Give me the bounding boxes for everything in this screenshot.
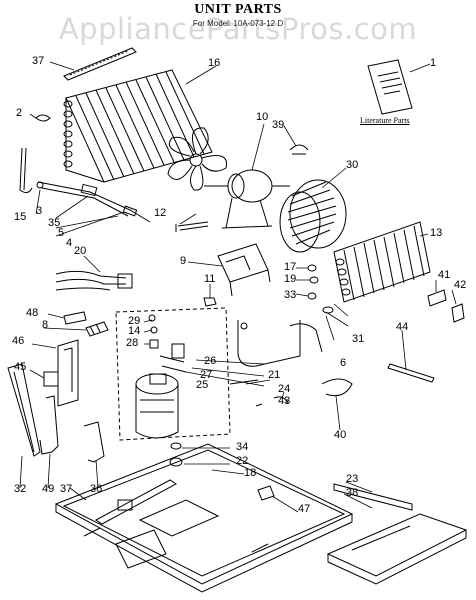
callout-17: 17 <box>284 261 297 273</box>
evaporator-coil-part <box>334 222 430 302</box>
literature-parts-label: Literature Parts <box>360 116 410 125</box>
callout-42: 42 <box>454 279 467 291</box>
diagram-title: UNIT PARTS <box>194 2 282 17</box>
callout-31: 31 <box>352 333 365 345</box>
capillary-tube-part <box>290 324 322 352</box>
callout-27: 27 <box>200 369 213 381</box>
callout-8: 8 <box>42 319 49 331</box>
wiring-harness-part <box>37 182 150 222</box>
callout-44: 44 <box>396 321 409 333</box>
tubing-fitting-part <box>241 323 247 329</box>
callout-18: 18 <box>244 467 257 479</box>
callout-10: 10 <box>256 111 269 123</box>
capacitor-part <box>86 322 108 336</box>
callout-13: 13 <box>430 227 443 239</box>
u-bracket-part <box>40 396 58 454</box>
condenser-coil-part <box>64 70 212 182</box>
callout-48: 48 <box>26 307 39 319</box>
callout-12: 12 <box>154 207 167 219</box>
callout-20: 20 <box>74 245 87 257</box>
fan-blade-part <box>168 128 227 190</box>
tube-part <box>20 148 32 193</box>
model-subtitle: For Model: 10A-073-12 D <box>192 19 284 28</box>
callout-22: 22 <box>236 455 249 467</box>
callout-25: 25 <box>196 379 209 391</box>
callout-46: 46 <box>12 335 25 347</box>
control-bracket-part <box>44 340 78 406</box>
callout-1: 1 <box>430 57 437 69</box>
callout-24: 24 <box>278 383 291 395</box>
callout-32: 32 <box>14 483 27 495</box>
power-harness-part <box>56 271 132 290</box>
connector-part <box>64 312 86 324</box>
callout-21: 21 <box>268 369 281 381</box>
front-strip-part <box>96 480 176 524</box>
drain-bracket-part <box>84 422 104 462</box>
callout-4: 4 <box>66 237 73 249</box>
callout-6: 6 <box>340 357 347 369</box>
callout-41: 41 <box>438 269 451 281</box>
callout-14: 14 <box>128 325 141 337</box>
overload-part <box>160 344 186 372</box>
callout-37-base: 37 <box>60 483 73 495</box>
callout-29: 29 <box>128 315 141 327</box>
callout-39: 39 <box>272 119 285 131</box>
nut-part <box>204 298 216 306</box>
clip-part <box>36 115 50 121</box>
motor-clip-part <box>290 145 308 154</box>
callout-35: 35 <box>48 217 61 229</box>
base-pan-part <box>56 444 352 592</box>
callout-5: 5 <box>58 227 65 239</box>
callout-40: 40 <box>334 429 347 441</box>
callout-28: 28 <box>126 337 139 349</box>
callout-49: 49 <box>42 483 55 495</box>
refrigerant-tubing-part <box>230 320 300 384</box>
motor-bracket-part <box>218 244 270 296</box>
callout-43: 43 <box>278 395 291 407</box>
callout-16: 16 <box>208 57 221 69</box>
callout-9: 9 <box>180 255 187 267</box>
mount-grommets-part <box>170 443 182 466</box>
callout-15: 15 <box>14 211 27 223</box>
callout-11: 11 <box>204 273 216 285</box>
callout-37-top: 37 <box>32 55 45 67</box>
bushings-part <box>308 265 333 313</box>
callout-47: 47 <box>298 503 311 515</box>
callout-23: 23 <box>346 473 359 485</box>
callout-34: 34 <box>236 441 249 453</box>
front-tray-part <box>328 514 466 584</box>
thermostat-bracket-part <box>428 290 464 322</box>
callout-45: 45 <box>14 361 27 373</box>
callout-3: 3 <box>36 205 43 217</box>
screw-part <box>176 222 208 232</box>
support-rod-part <box>388 364 434 382</box>
callout-36: 36 <box>90 483 103 495</box>
callout-2: 2 <box>16 107 23 119</box>
callout-38: 38 <box>346 487 359 499</box>
insulation-strip-part <box>334 484 412 510</box>
callout-30: 30 <box>346 159 359 171</box>
drain-plug-part <box>258 486 274 500</box>
top-strip-part <box>64 48 136 80</box>
literature-booklet-part <box>368 60 412 114</box>
terminal-hardware-part <box>149 315 158 348</box>
callout-19: 19 <box>284 273 297 285</box>
side-rail-part <box>8 364 40 456</box>
compressor-part <box>136 374 178 438</box>
drain-hose-part <box>322 379 352 396</box>
fan-motor-part <box>204 170 290 228</box>
compressor-group-outline <box>116 308 230 440</box>
callout-33: 33 <box>284 289 297 301</box>
callout-26: 26 <box>204 355 217 367</box>
blower-wheel-part <box>280 180 346 252</box>
leader-lines <box>20 62 456 512</box>
